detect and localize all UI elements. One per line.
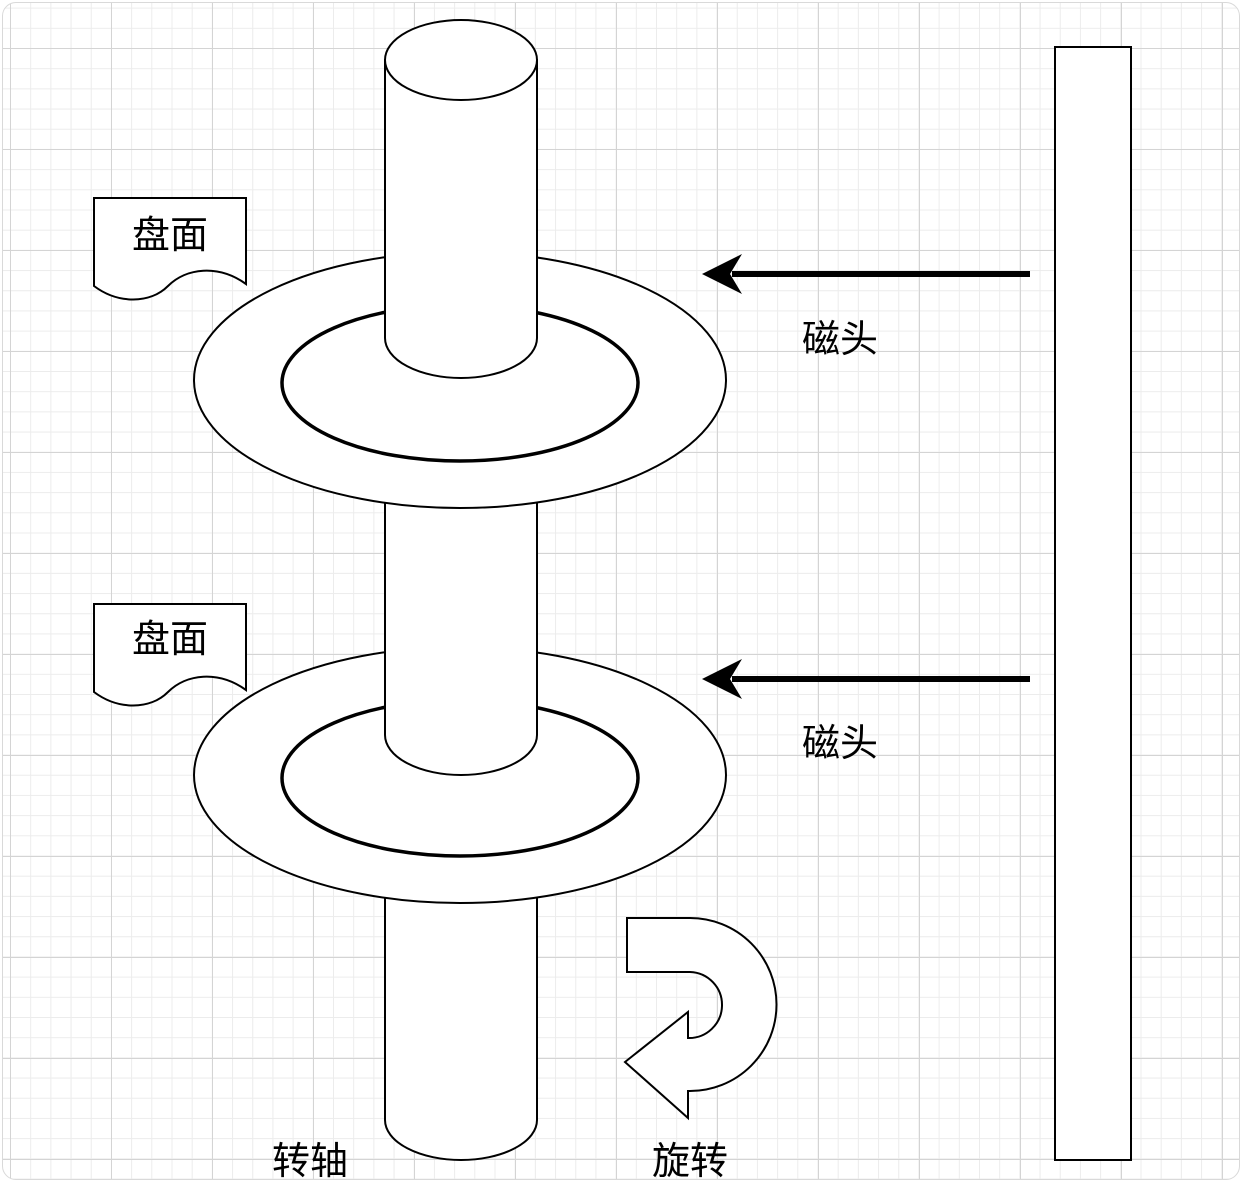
platter-top <box>193 251 727 509</box>
head-arm <box>1054 46 1132 1161</box>
head-arrow-bottom <box>702 659 1030 699</box>
platter-label-top: 盘面 <box>132 213 208 257</box>
spindle-bottom <box>384 879 538 1161</box>
spindle-top <box>384 19 538 379</box>
rotation-label: 旋转 <box>652 1139 728 1182</box>
head-arrow-top <box>702 254 1030 294</box>
platter-label-box-top <box>93 197 247 301</box>
rotation-arrow-icon <box>623 917 778 1121</box>
head-label-bottom: 磁头 <box>802 721 878 765</box>
head-label-top: 磁头 <box>802 317 878 361</box>
spindle-label: 转轴 <box>272 1139 348 1182</box>
platter-label-bottom: 盘面 <box>132 617 208 661</box>
platter-label-box-bottom <box>93 603 247 707</box>
spindle-middle <box>384 494 538 776</box>
